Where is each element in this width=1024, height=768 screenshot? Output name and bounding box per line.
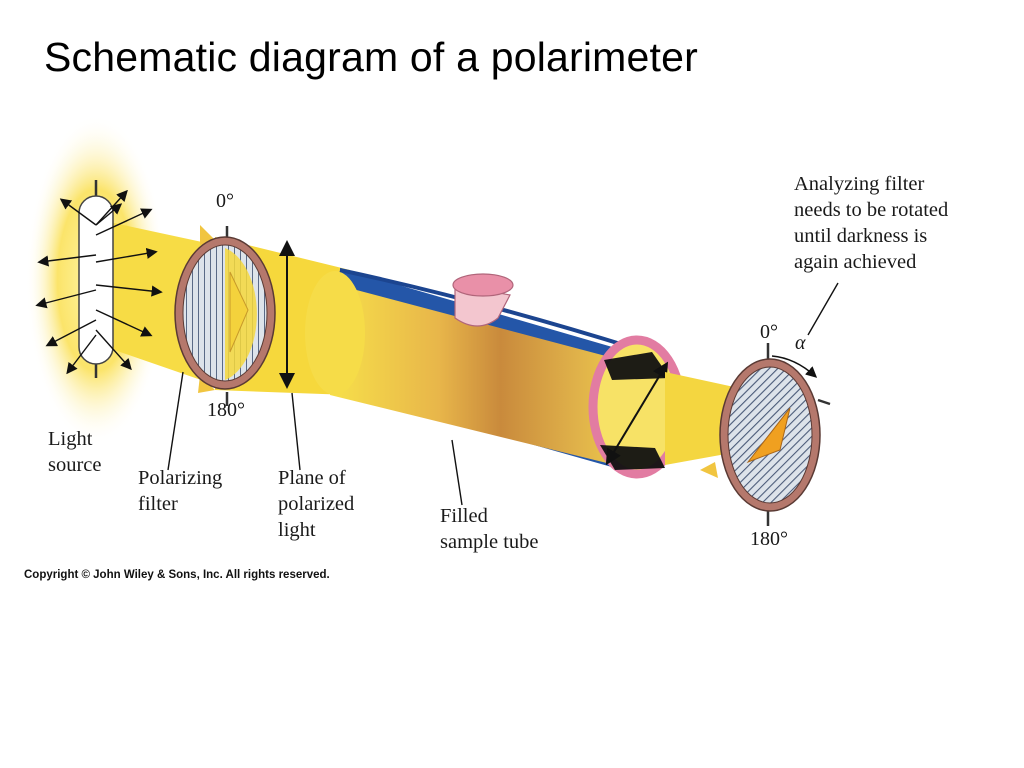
polarimeter-diagram <box>26 115 839 526</box>
analyzer-zero-degree-label: 0° <box>760 321 778 343</box>
analyzing-filter <box>700 343 831 526</box>
light-rays <box>35 189 163 375</box>
polarizing-filter <box>174 225 276 406</box>
polarizer-180-degree-label: 180° <box>207 399 245 421</box>
label-filled-sample-tube: Filled sample tube <box>440 505 539 553</box>
label-analyzing-filter: Analyzing filter needs to be rotated unt… <box>794 173 949 273</box>
polarizer-zero-degree-label: 0° <box>216 190 234 212</box>
tube-stopper <box>452 273 514 327</box>
alpha-label: α <box>795 332 806 354</box>
label-light-source: Light source <box>48 428 102 476</box>
slide-title: Schematic diagram of a polarimeter <box>44 34 698 80</box>
tube-end-polarization-arrow <box>605 361 669 466</box>
alpha-rotation-arc <box>771 355 818 378</box>
analyzer-180-degree-label: 180° <box>750 528 788 550</box>
label-polarizing-filter: Polarizing filter <box>138 467 223 515</box>
leader-lines <box>167 282 839 506</box>
label-plane-of-polarized-light: Plane of polarized light <box>278 467 355 541</box>
copyright-notice: Copyright © John Wiley & Sons, Inc. All … <box>24 569 330 581</box>
light-source-bulb <box>78 180 114 378</box>
sample-tube-interior <box>330 283 640 465</box>
